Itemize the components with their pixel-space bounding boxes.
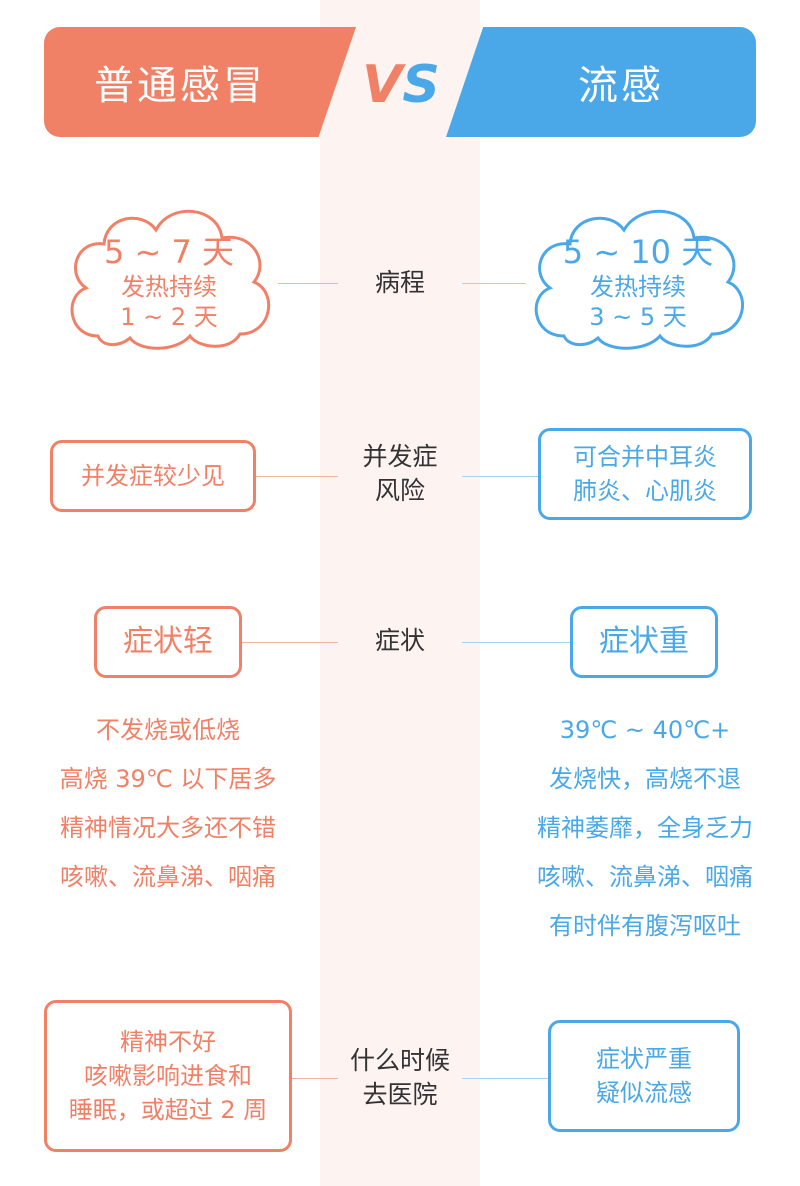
right-course-line: [462, 283, 526, 284]
hospital-label-line2: 去医院: [362, 1080, 438, 1109]
left-hospital-line2: 咳嗽影响进食和: [84, 1062, 252, 1090]
left-fever-days: 1 ~ 2 天: [120, 303, 218, 331]
list-item: 咳嗽、流鼻涕、咽痛: [60, 863, 276, 891]
right-cloud-icon: [534, 209, 744, 350]
right-course-text: 5 ~ 10 天 发热持续 3 ~ 5 天: [538, 232, 738, 332]
right-complication-box: 可合并中耳炎 肺炎、心肌炎: [538, 428, 752, 520]
left-symptoms-line: [242, 642, 338, 643]
mild-symptoms-list: 不发烧或低烧 高烧 39℃ 以下居多 精神情况大多还不错 咳嗽、流鼻涕、咽痛: [30, 706, 306, 902]
list-item: 高烧 39℃ 以下居多: [59, 765, 277, 793]
left-hospital-line: [292, 1078, 338, 1079]
vs-s: S: [402, 55, 440, 115]
flu-title: 流感: [578, 63, 664, 109]
list-item: 不发烧或低烧: [96, 716, 240, 744]
left-hospital-box: 精神不好 咳嗽影响进食和 睡眠，或超过 2 周: [44, 1000, 292, 1152]
left-complication-box: 并发症较少见: [50, 440, 256, 512]
right-fever-days: 3 ~ 5 天: [589, 303, 687, 331]
right-complication-line: [462, 476, 538, 477]
right-complication-line2: 肺炎、心肌炎: [573, 477, 717, 505]
right-fever-label: 发热持续: [590, 273, 686, 301]
left-complication-text: 并发症较少见: [81, 462, 225, 490]
vs-v: V: [362, 55, 403, 115]
severe-symptoms-title: 症状重: [599, 624, 689, 659]
right-course-days: 5 ~ 10 天: [562, 233, 714, 271]
left-hospital-line1: 精神不好: [120, 1028, 216, 1056]
hospital-label: 什么时候 去医院: [320, 1044, 480, 1112]
left-course-days: 5 ~ 7 天: [103, 233, 235, 271]
flu-banner: 流感: [446, 27, 756, 137]
right-hospital-box: 症状严重 疑似流感: [548, 1020, 740, 1132]
left-course-line: [278, 283, 338, 284]
severe-symptoms-list: 39℃ ~ 40℃+ 发烧快，高烧不退 精神萎靡，全身乏力 咳嗽、流鼻涕、咽痛 …: [500, 706, 790, 951]
right-hospital-line1: 症状严重: [596, 1045, 692, 1073]
severe-symptoms-box: 症状重: [570, 606, 718, 678]
left-complication-line: [256, 476, 338, 477]
center-strip: [320, 0, 480, 1186]
right-hospital-line2: 疑似流感: [596, 1079, 692, 1107]
list-item: 精神情况大多还不错: [60, 814, 276, 842]
right-hospital-line: [462, 1078, 548, 1079]
complication-label-line2: 风险: [374, 476, 425, 505]
common-cold-title: 普通感冒: [94, 63, 266, 109]
list-item: 咳嗽、流鼻涕、咽痛: [537, 863, 753, 891]
left-hospital-line3: 睡眠，或超过 2 周: [68, 1096, 268, 1124]
list-item: 39℃ ~ 40℃+: [559, 716, 731, 744]
course-label: 病程: [374, 268, 425, 297]
left-course-text: 5 ~ 7 天 发热持续 1 ~ 2 天: [69, 232, 269, 332]
list-item: 精神萎靡，全身乏力: [537, 814, 753, 842]
right-symptoms-line: [462, 642, 570, 643]
symptoms-label: 症状: [374, 626, 425, 655]
right-complication-line1: 可合并中耳炎: [573, 443, 717, 471]
mild-symptoms-box: 症状轻: [94, 606, 242, 678]
left-cloud-icon: [70, 209, 271, 350]
list-item: 有时伴有腹泻呕吐: [549, 912, 741, 940]
complication-label: 并发症 风险: [320, 440, 480, 508]
mild-symptoms-title: 症状轻: [123, 624, 213, 659]
complication-label-line1: 并发症: [362, 442, 438, 471]
hospital-label-line1: 什么时候: [349, 1046, 450, 1075]
list-item: 发烧快，高烧不退: [549, 765, 741, 793]
common-cold-banner: 普通感冒: [44, 27, 356, 137]
left-fever-label: 发热持续: [121, 273, 217, 301]
